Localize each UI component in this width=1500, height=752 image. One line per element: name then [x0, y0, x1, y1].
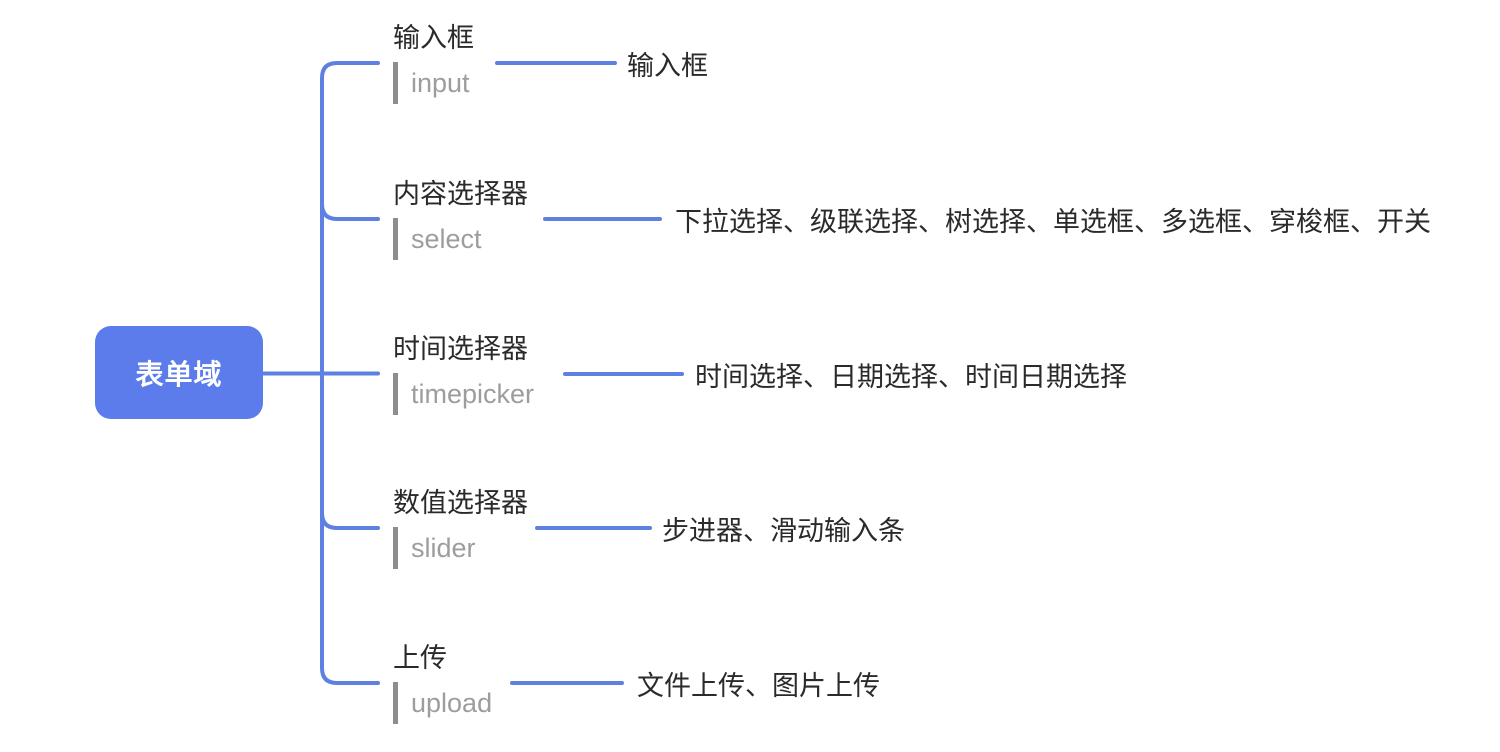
branch-code-row: slider	[393, 527, 528, 569]
branch-junction-select	[320, 202, 380, 221]
branch-label: 数值选择器	[393, 488, 528, 518]
branch-node-select[interactable]: 内容选择器 select	[393, 178, 528, 260]
trunk-line	[320, 61, 380, 685]
branch-code-row: upload	[393, 682, 492, 724]
root-node-label: 表单域	[135, 358, 223, 390]
branch-label: 时间选择器	[393, 334, 528, 364]
code-bar	[393, 62, 398, 104]
branch-label: 输入框	[393, 23, 474, 53]
branch-node-timepicker[interactable]: 时间选择器 timepicker	[393, 333, 534, 415]
branch-code-label: slider	[411, 532, 476, 563]
leaf-node-slider[interactable]: 步进器、滑动输入条	[662, 516, 905, 546]
branch-label: 上传	[393, 643, 447, 673]
leaf-node-upload[interactable]: 文件上传、图片上传	[637, 671, 880, 701]
root-node[interactable]: 表单域	[95, 326, 263, 419]
branch-node-slider[interactable]: 数值选择器 slider	[393, 487, 528, 569]
branch-node-input[interactable]: 输入框 input	[393, 22, 474, 104]
code-bar	[393, 682, 398, 724]
branch-code-label: input	[411, 67, 470, 98]
branch-code-row: input	[393, 62, 474, 104]
branch-junction-slider	[320, 511, 380, 530]
leaf-node-select[interactable]: 下拉选择、级联选择、树选择、单选框、多选框、穿梭框、开关	[675, 207, 1431, 237]
branch-label: 内容选择器	[393, 179, 528, 209]
leaf-node-input[interactable]: 输入框	[627, 51, 708, 81]
branch-code-label: upload	[411, 687, 493, 718]
code-bar	[393, 527, 398, 569]
branch-code-row: timepicker	[393, 373, 534, 415]
code-bar	[393, 373, 398, 415]
branch-node-upload[interactable]: 上传 upload	[393, 642, 492, 724]
branch-code-label: timepicker	[411, 378, 535, 409]
branch-code-row: select	[393, 218, 528, 260]
branch-code-label: select	[411, 223, 482, 254]
leaf-node-timepicker[interactable]: 时间选择、日期选择、时间日期选择	[695, 362, 1127, 392]
code-bar	[393, 218, 398, 260]
